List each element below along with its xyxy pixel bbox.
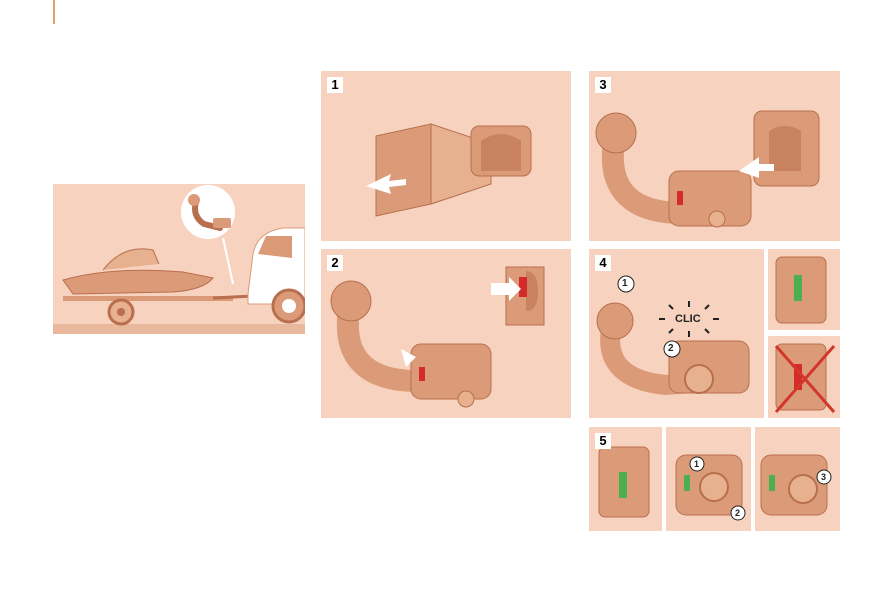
overview-illustration: [53, 184, 305, 334]
arrow-icon: [366, 174, 406, 194]
callout-2: 2: [668, 343, 674, 354]
step-4-panel: 4 CLIC 1 2: [589, 249, 764, 418]
step-number: 2: [327, 255, 343, 271]
step-1-illustration: [366, 123, 532, 217]
step-5-panel-c: 3: [755, 427, 840, 531]
forbidden-cross-icon: [774, 345, 836, 413]
step-5-cap-illustration: [760, 454, 832, 516]
arrow-icon: [491, 277, 521, 301]
page-margin-rule: [53, 0, 55, 24]
step-4-correct-panel: [768, 249, 840, 330]
arrow-icon: [401, 349, 416, 367]
step-1-panel: 1: [321, 71, 571, 241]
step-5-panel-b: 1 2: [666, 427, 751, 531]
callout-1: 1: [694, 459, 700, 469]
trailer-scene-image: [53, 185, 305, 334]
callout-3: 3: [821, 472, 827, 482]
step-number: 4: [595, 255, 611, 271]
clic-burst-icon: [659, 301, 719, 337]
step-5-key-turn-illustration: [675, 454, 746, 521]
step-2-panel: 2: [321, 249, 571, 418]
clic-sound-label: CLIC: [675, 313, 701, 325]
step-4-wrong-panel: [768, 336, 840, 418]
step-2-illustration: [330, 266, 545, 408]
callout-1: 1: [622, 278, 628, 289]
step-4-illustration: [596, 275, 750, 396]
step-number: 1: [327, 77, 343, 93]
step-5-panel-a: 5: [589, 427, 662, 531]
red-indicator-illustration: [774, 343, 836, 413]
step-3-illustration: [595, 110, 820, 228]
callout-2: 2: [735, 508, 741, 518]
arrow-icon: [739, 157, 774, 178]
step-5-green-indicator: [598, 446, 650, 518]
step-3-panel: 3: [589, 71, 840, 241]
green-indicator-illustration: [775, 256, 827, 324]
step-number: 5: [595, 433, 611, 449]
step-number: 3: [595, 77, 611, 93]
